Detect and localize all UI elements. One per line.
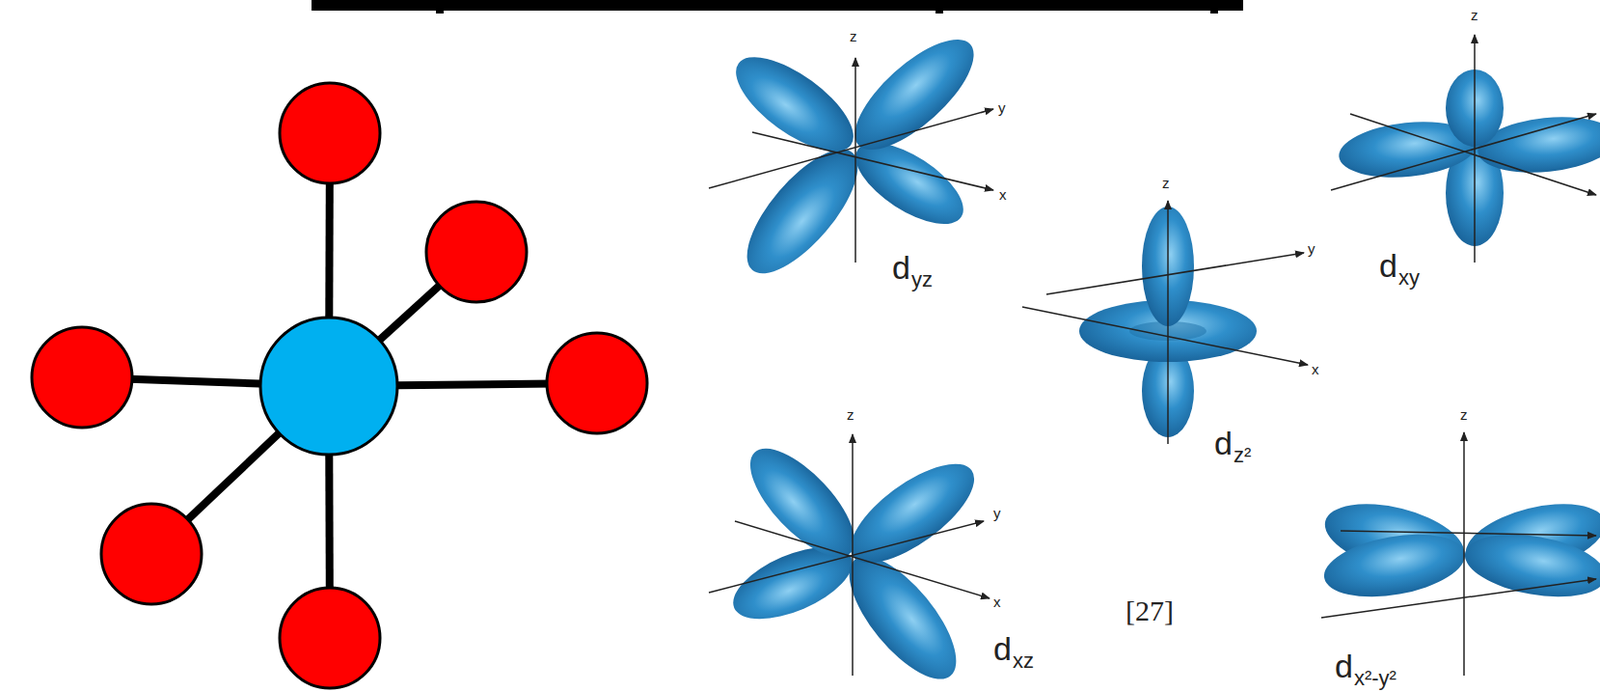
axis-label: z [1470, 7, 1479, 23]
octahedral-molecule [81, 133, 597, 638]
orbital-subscript: z² [1233, 444, 1251, 466]
orbital-label: d [1379, 248, 1398, 282]
ligand-atoms [31, 82, 648, 688]
reference-number: [27] [1125, 596, 1174, 625]
axis-label: y [993, 505, 1002, 520]
title-bar [311, 0, 1244, 14]
axis-label: z [1460, 406, 1468, 422]
orbital-label: d [993, 631, 1012, 665]
orbital-subscript: xy [1398, 267, 1420, 289]
dxz-orbital [708, 432, 990, 692]
axis-label: x [999, 187, 1007, 202]
dxy-orbital [1330, 34, 1600, 263]
orbital-label: d [892, 250, 911, 284]
orbital-label: d [1214, 426, 1233, 460]
dx2y2-orbital [1317, 432, 1600, 676]
axis-label: z [846, 406, 855, 422]
axis-label: y [998, 100, 1006, 115]
axis-label: z [1162, 175, 1170, 190]
orbital-subscript: yz [911, 269, 933, 291]
dz2-orbital [1022, 200, 1308, 444]
orbital-subscript: xz [1012, 650, 1034, 672]
axis-label: z [849, 28, 858, 44]
axis-label: x [1311, 361, 1320, 377]
dyz-orbital [708, 22, 994, 291]
axis-label: y [1307, 241, 1316, 256]
orbital-label: d [1334, 649, 1354, 682]
orbital-subscript: x²-y² [1354, 667, 1397, 689]
metal-atom [260, 317, 398, 455]
axis-label: x [993, 594, 1002, 609]
